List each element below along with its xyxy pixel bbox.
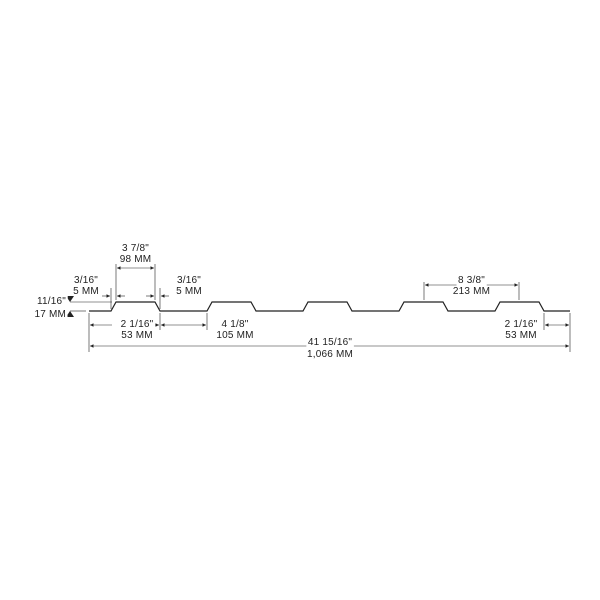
rib-top-width-imperial: 3 7/8" bbox=[122, 243, 149, 254]
left-flat-imperial: 2 1/16" bbox=[121, 319, 154, 330]
label-backing bbox=[305, 348, 355, 361]
rib-height-imperial: 11/16" bbox=[37, 296, 66, 307]
pan-width-metric: 105 MM bbox=[216, 330, 253, 341]
rib-top-width-dimension: 3 7/8" 98 MM bbox=[115, 242, 156, 300]
label-backing bbox=[503, 318, 540, 331]
label-backing bbox=[306, 336, 354, 349]
label-backing bbox=[71, 285, 101, 298]
right-slope-metric: 5 MM bbox=[176, 286, 202, 297]
label-backing bbox=[175, 274, 203, 287]
rib-spacing-metric: 213 MM bbox=[453, 286, 490, 297]
left-slope-dimension: 3/16" 5 MM bbox=[71, 274, 125, 309]
rib-top-width-metric: 98 MM bbox=[120, 254, 152, 265]
panel-profile bbox=[89, 301, 570, 312]
rib-height-dimension: 11/16" 17 MM bbox=[32, 295, 112, 321]
label-backing bbox=[35, 295, 68, 308]
right-flat-metric: 53 MM bbox=[505, 330, 537, 341]
rib-spacing-imperial: 8 3/8" bbox=[458, 275, 485, 286]
label-backing bbox=[214, 329, 256, 342]
right-slope-dimension: 3/16" 5 MM bbox=[146, 274, 204, 309]
left-flat-metric: 53 MM bbox=[121, 330, 153, 341]
label-backing bbox=[503, 329, 539, 342]
label-backing bbox=[119, 329, 155, 342]
label-backing bbox=[451, 285, 492, 298]
rib-height-metric: 17 MM bbox=[34, 309, 66, 320]
label-backing bbox=[32, 308, 68, 321]
pan-width-dimension: 4 1/8" 105 MM bbox=[161, 313, 256, 342]
left-slope-imperial: 3/16" bbox=[74, 275, 98, 286]
overall-width-metric: 1,066 MM bbox=[307, 349, 353, 360]
label-backing bbox=[72, 274, 100, 287]
label-backing bbox=[120, 242, 151, 255]
left-flat-dimension: 2 1/16" 53 MM bbox=[88, 313, 161, 352]
label-backing bbox=[220, 318, 251, 331]
left-slope-metric: 5 MM bbox=[73, 286, 99, 297]
right-flat-dimension: 2 1/16" 53 MM bbox=[503, 313, 571, 352]
overall-width-imperial: 41 15/16" bbox=[308, 337, 353, 348]
overall-width-dimension: 41 15/16" 1,066 MM bbox=[90, 336, 569, 361]
right-flat-imperial: 2 1/16" bbox=[505, 319, 538, 330]
label-backing bbox=[119, 318, 156, 331]
label-backing bbox=[456, 274, 487, 287]
label-backing bbox=[174, 285, 204, 298]
right-slope-imperial: 3/16" bbox=[177, 275, 201, 286]
label-backing bbox=[118, 253, 153, 266]
rib-spacing-dimension: 8 3/8" 213 MM bbox=[423, 274, 520, 300]
pan-width-imperial: 4 1/8" bbox=[222, 319, 249, 330]
